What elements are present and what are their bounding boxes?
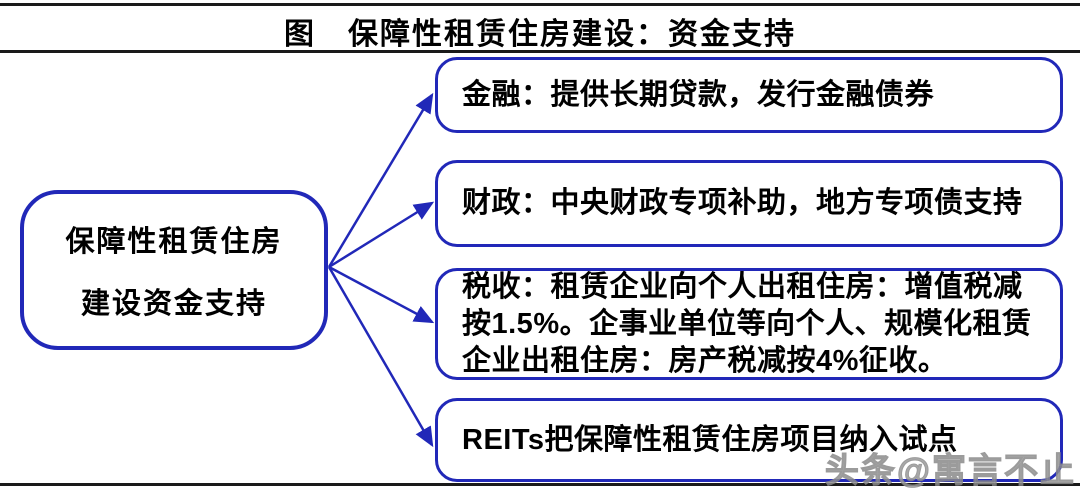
branch-tax-text-line2: 按1.5%。企事业单位等向个人、规模化租赁 bbox=[462, 307, 1032, 340]
branch-fiscal-text: 财政：中央财政专项补助，地方专项债支持 bbox=[462, 187, 1023, 219]
branch-node-fiscal: 财政：中央财政专项补助，地方专项债支持 bbox=[435, 160, 1063, 247]
figure-title: 图 保障性租赁住房建设：资金支持 bbox=[284, 18, 796, 51]
top-rule bbox=[0, 3, 1080, 6]
branch-node-reits: REITs把保障性租赁住房项目纳入试点 bbox=[435, 398, 1063, 482]
title-divider-rule bbox=[0, 50, 1080, 53]
branch-reits-text: REITs把保障性租赁住房项目纳入试点 bbox=[462, 423, 958, 456]
root-node-line2: 建设资金支持 bbox=[80, 288, 267, 320]
branch-tax-text-line1: 税收：租赁企业向个人出租住房：增值税减 bbox=[462, 270, 1023, 303]
arrow-to-reits bbox=[327, 266, 434, 448]
branch-node-finance: 金融：提供长期贷款，发行金融债券 bbox=[435, 57, 1063, 133]
branch-tax-text-line3: 企业出租住房：房产税减按4%征收。 bbox=[462, 344, 948, 377]
branch-finance-text: 金融：提供长期贷款，发行金融债券 bbox=[462, 78, 935, 111]
bottom-rule bbox=[0, 483, 1080, 486]
arrow-to-finance bbox=[327, 92, 434, 268]
arrow-to-fiscal bbox=[328, 201, 435, 269]
arrow-to-tax bbox=[328, 265, 435, 324]
watermark-text: 头条@寓言不止 bbox=[824, 452, 1076, 491]
root-node-funding-support: 保障性租赁住房 建设资金支持 bbox=[20, 190, 328, 350]
branch-node-tax: 税收：租赁企业向个人出租住房：增值税减 按1.5%。企事业单位等向个人、规模化租… bbox=[435, 268, 1063, 380]
root-node-line1: 保障性租赁住房 bbox=[65, 226, 283, 258]
